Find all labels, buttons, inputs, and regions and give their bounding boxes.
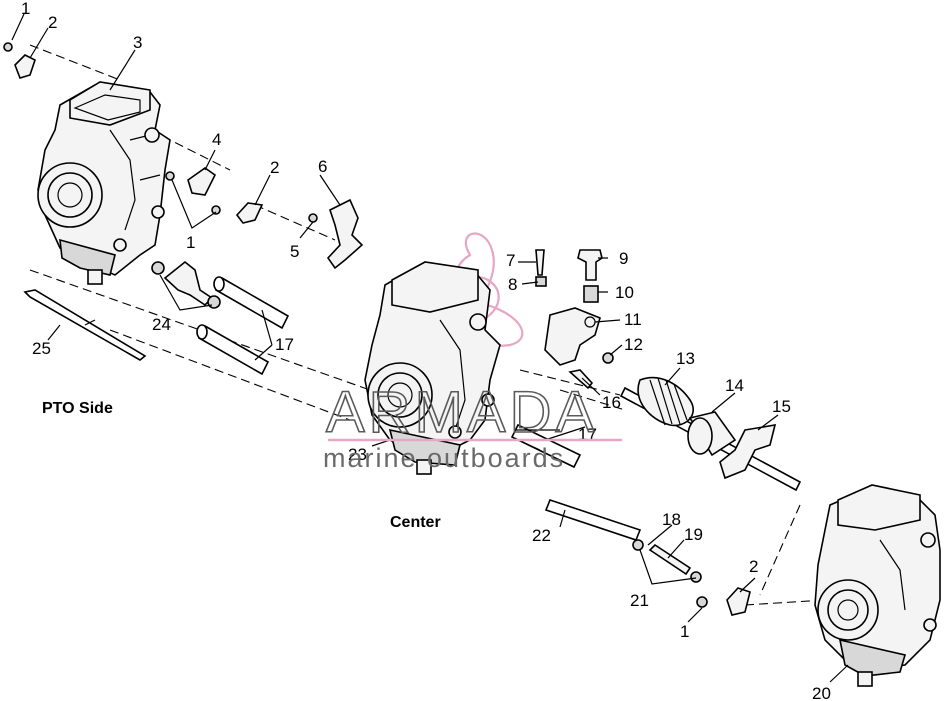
screw-19: [648, 543, 692, 576]
pto-small-parts: [3, 42, 264, 229]
callout-2c: 2: [749, 557, 758, 576]
label-pto-side: PTO Side: [42, 400, 113, 417]
callout-17a: 17: [275, 335, 294, 354]
watermark-tagline: marine outboards: [323, 443, 565, 473]
bracket-11: [544, 307, 601, 366]
callout-1c: 1: [680, 622, 689, 641]
callout-1a: 1: [21, 0, 30, 18]
linkage-bracket-6: [308, 198, 364, 270]
screw-1c: [696, 596, 708, 608]
screw-7: [535, 249, 545, 276]
rod-22: [544, 499, 642, 541]
screw-16: [568, 369, 594, 390]
callout-3: 3: [133, 33, 142, 52]
callout-21: 21: [630, 591, 649, 610]
callout-15: 15: [772, 397, 791, 416]
label-center: Center: [390, 514, 441, 531]
callout-9: 9: [619, 249, 628, 268]
axis-lines: [29, 44, 826, 606]
clip-2a: [14, 54, 36, 79]
callout-5: 5: [290, 242, 299, 261]
callout-8: 8: [508, 275, 517, 294]
callouts: 1 2 3 4 2 1 6 5 7 8 9 10 11 12 13 14 15 …: [21, 0, 831, 701]
tubes-17: [196, 276, 582, 469]
callout-14: 14: [725, 376, 744, 395]
callout-24: 24: [152, 315, 171, 334]
screws-7-10: [535, 249, 603, 303]
clip-2b: [235, 202, 264, 224]
bracket-4: [187, 167, 217, 196]
shaft-assembly: [619, 376, 802, 492]
rod-25: [23, 289, 147, 361]
callout-16: 16: [602, 393, 621, 412]
callout-4: 4: [212, 130, 221, 149]
axis-line-right: [744, 504, 826, 606]
fitting-24: [151, 260, 221, 311]
leader-1b: [171, 179, 217, 229]
callout-20: 20: [812, 684, 831, 701]
carburetor-pto: [37, 81, 171, 285]
parts-18-21: [632, 539, 702, 585]
callout-2a: 2: [48, 13, 57, 32]
callout-11: 11: [624, 310, 642, 329]
callout-19: 19: [684, 525, 703, 544]
axis-line-center-right: [519, 369, 621, 396]
callout-22: 22: [532, 526, 551, 545]
callout-23: 23: [348, 445, 367, 464]
carburetor-center: [364, 261, 501, 475]
axis-line-bottom: [29, 269, 626, 411]
callout-10: 10: [615, 283, 634, 302]
screw-9: [577, 249, 603, 281]
callout-12: 12: [624, 335, 643, 354]
screw-1a: [3, 42, 13, 52]
callout-13: 13: [676, 349, 695, 368]
callout-18: 18: [662, 510, 681, 529]
screw-5: [308, 213, 318, 223]
clip-2c: [726, 587, 751, 616]
axis-line-lower: [109, 329, 351, 421]
watermark-brand: ARMADA: [326, 380, 598, 445]
leader-lines: [11, 13, 849, 683]
screw-12: [602, 352, 614, 364]
spring-10: [583, 285, 599, 303]
callout-7: 7: [506, 251, 515, 270]
lever-15: [719, 424, 777, 480]
leader-21: [639, 549, 697, 585]
callout-1b: 1: [186, 233, 195, 252]
carburetor-right: [814, 484, 941, 687]
callout-6: 6: [318, 157, 327, 176]
callout-2b: 2: [270, 158, 279, 177]
nut-21: [690, 571, 702, 583]
spring-8: [535, 276, 547, 287]
washer-21: [632, 539, 644, 551]
callout-25: 25: [32, 339, 51, 358]
screw-1b-bottom: [211, 205, 221, 215]
screw-1b-top: [165, 171, 175, 181]
